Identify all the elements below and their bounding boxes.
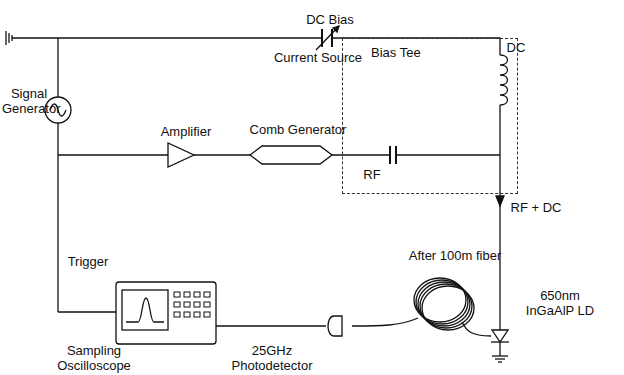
photodetector-symbol: [328, 316, 342, 336]
box-title: Bias Tee: [371, 45, 421, 60]
part-label: Signal Generator: [2, 86, 56, 116]
part-label: After 100m fiber: [390, 248, 520, 263]
amplifier-symbol: [168, 143, 194, 167]
scope-button: [194, 302, 200, 307]
scope-button: [184, 312, 190, 317]
part-label: RF: [357, 167, 387, 182]
laser-diode-symbol: [491, 330, 509, 362]
part-label: Amplifier: [146, 124, 226, 139]
part-label: RF + DC: [501, 200, 571, 215]
fiber-loop: [422, 286, 474, 330]
scope-button: [204, 302, 210, 307]
wire: [216, 325, 326, 326]
inductor-symbol: [500, 55, 508, 105]
ground-symbol: [6, 31, 12, 45]
fiber: [352, 318, 418, 326]
wire: [499, 105, 500, 330]
oscilloscope-symbol: [116, 282, 216, 344]
scope-button: [184, 292, 190, 297]
scope-button: [184, 302, 190, 307]
wire: [396, 154, 500, 155]
current-source-symbol: [316, 26, 339, 50]
scope-button: [194, 312, 200, 317]
capacitor-plate: [389, 146, 391, 164]
wire: [57, 38, 58, 97]
scope-button: [174, 312, 180, 317]
scope-button: [204, 292, 210, 297]
scope-button: [194, 292, 200, 297]
wire: [332, 154, 390, 155]
part-label: Trigger: [58, 254, 118, 269]
part-label: DC Bias: [285, 12, 375, 27]
part-label: 650nm InGaAlP LD: [517, 288, 603, 318]
part-label: Current Source: [258, 50, 378, 65]
part-label: Sampling Oscilloscope: [44, 343, 144, 373]
wire: [58, 154, 168, 155]
scope-button: [174, 292, 180, 297]
part-label: DC: [501, 40, 531, 55]
fiber-coil: [414, 278, 474, 330]
wire: [58, 311, 116, 312]
wire: [57, 123, 58, 312]
arrow-head: [496, 196, 504, 206]
scope-button: [204, 312, 210, 317]
part-label: Comb Generator: [238, 122, 358, 137]
wire: [194, 154, 250, 155]
scope-button: [174, 302, 180, 307]
part-label: 25GHz Photodetector: [222, 343, 322, 373]
comb-generator-symbol: [250, 146, 332, 164]
